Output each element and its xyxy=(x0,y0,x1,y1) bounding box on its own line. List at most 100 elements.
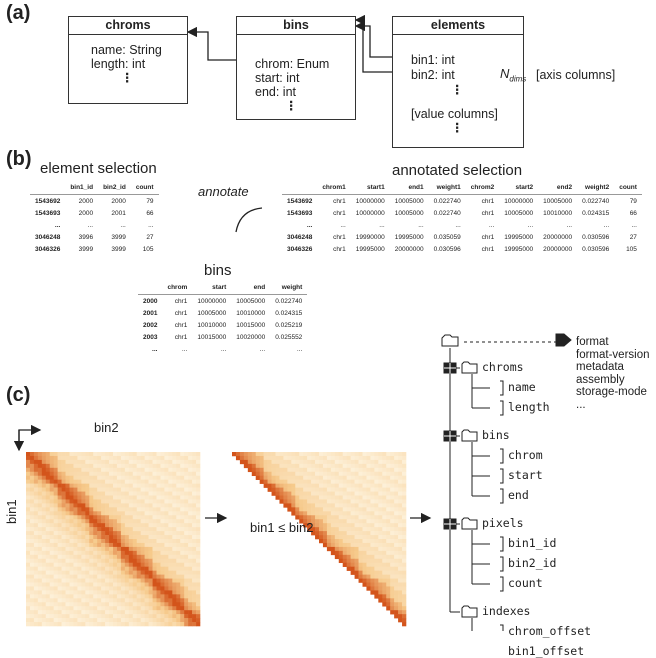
heatmap-cell xyxy=(319,463,324,469)
heatmap-cell xyxy=(394,495,399,500)
heatmap-cell xyxy=(77,503,82,508)
heatmap-cell xyxy=(378,527,383,532)
heatmap-cell xyxy=(160,590,165,595)
heatmap-cell xyxy=(148,578,153,583)
heatmap-cell xyxy=(33,511,39,516)
heatmap-cell xyxy=(287,499,292,504)
heatmap-cell xyxy=(390,479,395,484)
heatmap-cell xyxy=(81,539,86,544)
heatmap-cell xyxy=(156,590,161,595)
heatmap-cell xyxy=(358,566,363,571)
table-cell: 10005000 xyxy=(236,297,266,305)
heatmap-cell xyxy=(65,558,70,564)
heatmap-cell xyxy=(57,594,62,599)
heatmap-cell xyxy=(81,622,86,627)
heatmap-cell xyxy=(97,527,102,532)
heatmap-cell xyxy=(113,531,118,536)
heatmap-cell xyxy=(168,531,173,536)
heatmap-cell xyxy=(61,598,66,603)
heatmap-cell xyxy=(370,590,375,595)
heatmap-cell xyxy=(65,582,70,587)
heatmap-cell xyxy=(168,622,173,627)
heatmap-cell xyxy=(319,467,324,473)
heatmap-cell xyxy=(69,475,74,480)
heatmap-cell xyxy=(402,475,407,480)
heatmap-cell xyxy=(263,483,268,488)
heatmap-cell xyxy=(81,570,86,575)
heatmap-cell xyxy=(45,550,51,556)
heatmap-cell xyxy=(382,479,387,484)
heatmap-cell xyxy=(85,622,90,627)
heatmap-cell xyxy=(192,503,197,508)
heatmap-cell xyxy=(180,550,185,556)
heatmap-cell xyxy=(398,459,403,465)
heatmap-cell xyxy=(109,574,114,579)
heatmap-cell xyxy=(26,574,31,579)
heatmap-cell xyxy=(184,539,189,544)
heatmap-cell xyxy=(192,539,197,544)
heatmap-cell xyxy=(65,467,70,473)
heatmap-cell xyxy=(113,475,118,480)
heatmap-cell xyxy=(156,614,161,619)
heatmap-cell xyxy=(89,452,94,457)
heatmap-cell xyxy=(168,471,173,477)
heatmap-cell xyxy=(370,554,375,560)
heatmap-cell xyxy=(263,479,268,484)
heatmap-cell xyxy=(140,503,145,508)
heatmap-cell xyxy=(330,471,336,477)
heatmap-cell xyxy=(140,546,145,552)
heatmap-cell xyxy=(53,574,58,579)
heatmap-cell xyxy=(362,550,367,556)
heatmap-cell xyxy=(128,467,134,473)
heatmap-cell xyxy=(156,618,161,623)
heatmap-cell xyxy=(37,467,43,473)
heatmap-cell xyxy=(101,463,106,469)
heatmap-cell xyxy=(299,491,304,496)
heatmap-cell xyxy=(61,455,66,461)
heatmap-cell xyxy=(97,463,102,469)
heatmap-cell xyxy=(358,519,363,524)
heatmap-cell xyxy=(77,558,82,564)
heatmap-cell xyxy=(390,463,395,469)
heatmap-cell xyxy=(53,475,58,480)
heatmap-cell xyxy=(97,594,102,599)
heatmap-cell xyxy=(402,598,407,603)
heatmap-cell xyxy=(73,602,78,607)
heatmap-cell xyxy=(45,562,51,567)
heatmap-cell xyxy=(374,471,379,477)
table-cell: 20000000 xyxy=(394,245,424,253)
heatmap-cell xyxy=(358,491,363,496)
heatmap-cell xyxy=(113,455,118,461)
heatmap-cell xyxy=(26,614,31,619)
heatmap-cell xyxy=(192,594,197,599)
heatmap-cell xyxy=(346,483,351,488)
heatmap-cell xyxy=(89,539,94,544)
column-header: start1 xyxy=(350,184,390,195)
table-cell: 3046326 xyxy=(35,245,61,253)
heatmap-cell xyxy=(45,495,51,500)
heatmap-cell xyxy=(172,570,177,575)
table-cell: 105 xyxy=(626,245,637,253)
heatmap-cell xyxy=(85,519,90,524)
element-selection-title: element selection xyxy=(40,160,157,177)
heatmap-cell xyxy=(93,606,98,611)
heatmap-cell xyxy=(124,598,130,603)
heatmap-cell xyxy=(160,554,165,560)
heatmap-cell xyxy=(85,535,90,540)
heatmap-cell xyxy=(140,523,145,528)
heatmap-cell xyxy=(303,459,308,465)
heatmap-cell xyxy=(263,455,268,461)
heatmap-cell xyxy=(81,582,86,587)
heatmap-cell xyxy=(398,554,403,560)
heatmap-cell xyxy=(338,459,344,465)
heatmap-cell xyxy=(148,519,153,524)
heatmap-cell xyxy=(148,495,153,500)
heatmap-cell xyxy=(172,459,177,465)
heatmap-cell xyxy=(124,546,130,552)
heatmap-cell xyxy=(370,459,375,465)
heatmap-cell xyxy=(156,539,161,544)
heatmap-cell xyxy=(398,562,403,567)
heatmap-cell xyxy=(69,519,74,524)
heatmap-cell xyxy=(402,594,407,599)
heatmap-cell xyxy=(29,622,35,627)
